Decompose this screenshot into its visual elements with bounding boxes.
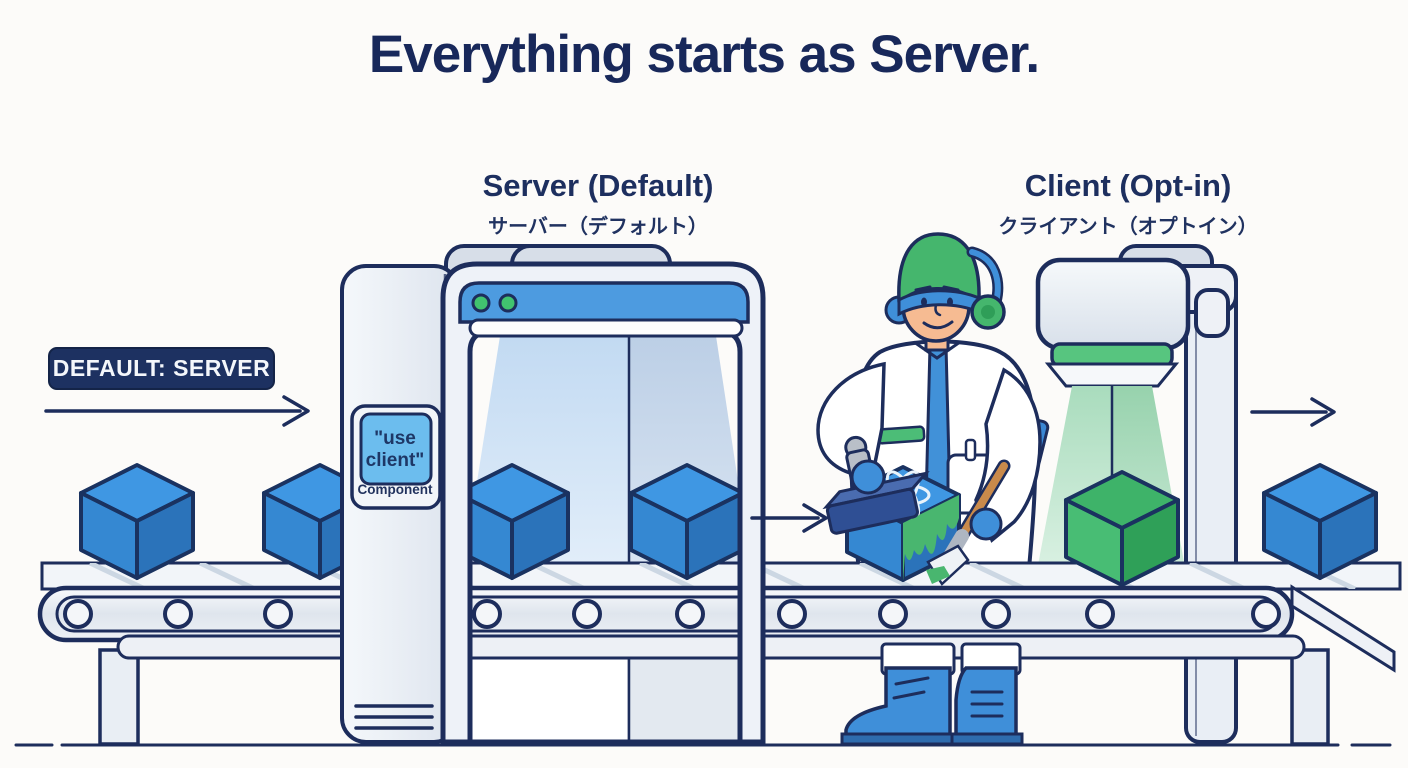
- blue-cube: [629, 463, 745, 580]
- flow-arrows: [44, 395, 1336, 533]
- green-cube: [1064, 470, 1180, 587]
- scanner-lip: [1044, 362, 1180, 388]
- server-station-label: Server (Default): [482, 168, 714, 203]
- green-dot-icon: [471, 293, 491, 313]
- belt-rollers: [63, 599, 1281, 629]
- green-dot-icon: [498, 293, 518, 313]
- server-station-heading: Server (Default) サーバー（デフォルト）: [418, 168, 778, 239]
- conveyor-belt: [37, 584, 1396, 673]
- flow-arrow-left: [44, 395, 310, 427]
- scanner-lamp-head: [1035, 257, 1191, 351]
- component-caption: Component: [357, 482, 433, 497]
- use-client-line1: "use: [374, 427, 416, 449]
- belt-legs: [98, 648, 1330, 746]
- worker-glove: [969, 507, 1003, 541]
- worker-chest-badge: [876, 425, 926, 445]
- paintbrush-tool: [926, 459, 1011, 586]
- belt-surface: [40, 561, 1402, 591]
- worker-glove: [850, 459, 886, 495]
- tower-vents: [354, 704, 434, 730]
- gate-lamp-bar: [468, 318, 744, 338]
- default-server-badge: DEFAULT: SERVER: [48, 347, 275, 390]
- client-station-heading: Client (Opt-in) クライアント（オプトイン）: [948, 168, 1308, 239]
- server-tower: [340, 264, 460, 744]
- use-client-sign-screen: [359, 412, 433, 486]
- client-station-label: Client (Opt-in): [1024, 168, 1232, 203]
- use-client-sign-text: "use client": [358, 419, 432, 481]
- flow-arrow-middle: [750, 503, 828, 533]
- blue-cube: [1262, 463, 1378, 580]
- belt-lower-lip: [116, 634, 1306, 660]
- page-title: Everything starts as Server.: [368, 25, 1040, 84]
- blue-cube: [79, 463, 195, 580]
- client-station-label-jp: クライアント（オプトイン）: [998, 216, 1258, 238]
- gate-header-bar: [458, 281, 750, 324]
- belt-ramp: [1290, 584, 1396, 673]
- server-station-label-jp: サーバー（デフォルト）: [488, 216, 708, 238]
- worker-boots: [840, 642, 1024, 746]
- scanner-hook: [1194, 288, 1230, 338]
- use-client-line2: client": [365, 450, 425, 471]
- server-gate: [440, 261, 766, 745]
- flow-arrow-right: [1250, 397, 1336, 427]
- worker-arms: [816, 361, 1042, 586]
